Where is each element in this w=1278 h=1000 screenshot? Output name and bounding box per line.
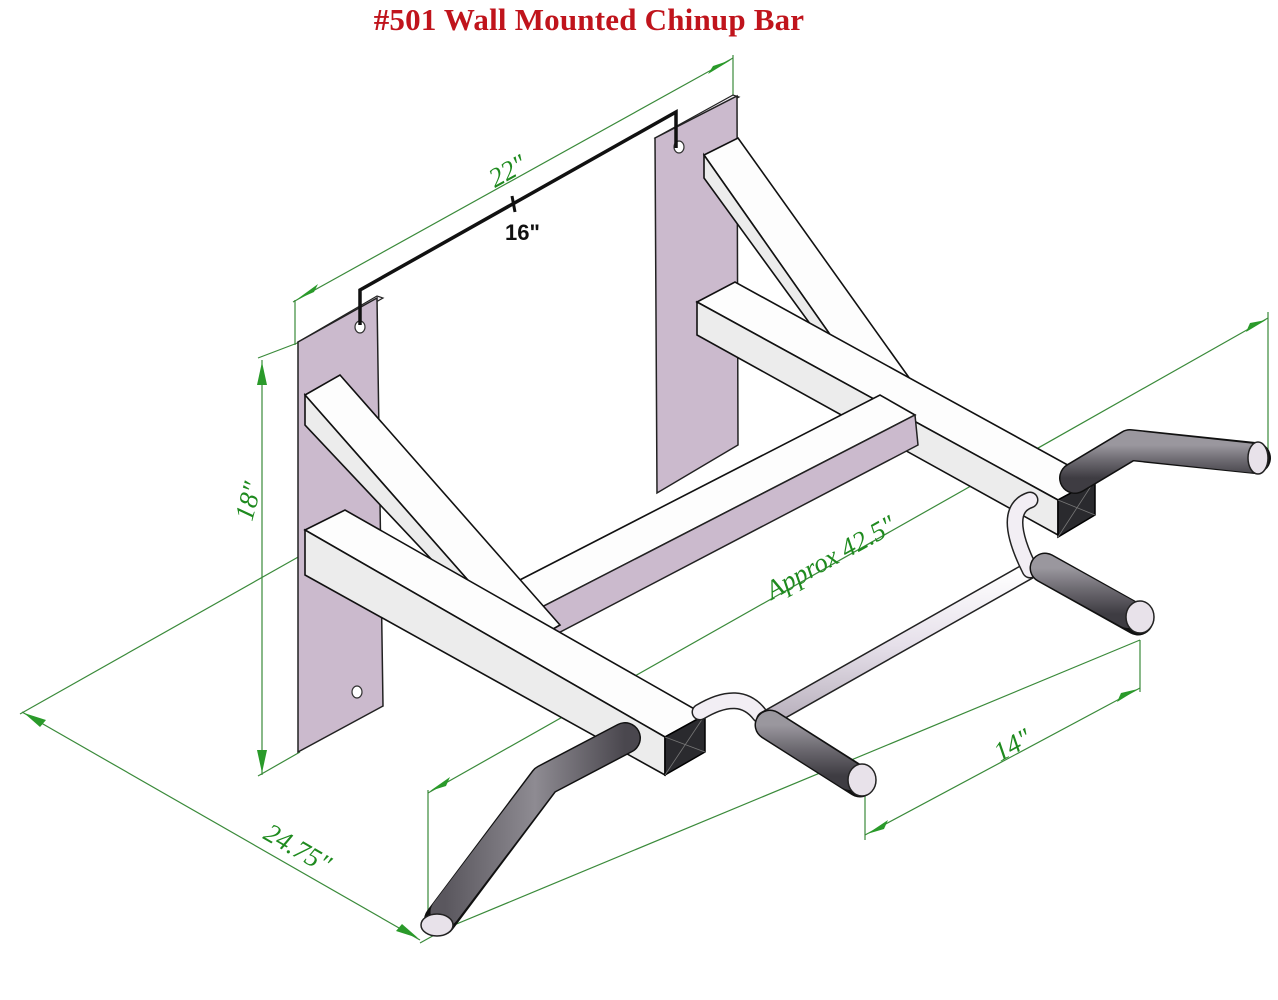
diagram-title: #501 Wall Mounted Chinup Bar (373, 2, 805, 37)
plate-spacing-label: 22" (483, 148, 532, 193)
overall-width-label: Approx 42.5" (759, 509, 902, 606)
cross-beam (508, 394, 919, 642)
center-bar (691, 491, 1039, 729)
back-outer-grip (1059, 429, 1271, 494)
grip-spacing-label: 14" (988, 722, 1037, 767)
front-inner-grip (754, 709, 877, 798)
stud-spacing-label: 16" (505, 220, 540, 245)
front-outer-grip (420, 722, 641, 937)
back-inner-grip (1029, 552, 1155, 636)
left-bracket (303, 373, 707, 777)
stud-spacing-line (358, 109, 678, 325)
